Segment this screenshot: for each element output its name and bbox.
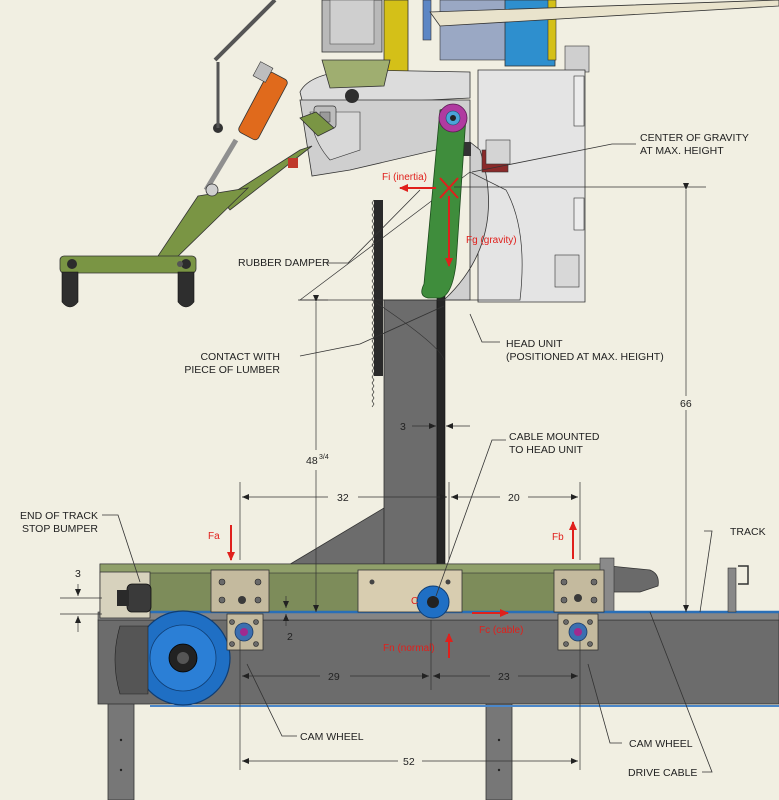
label-rubber-damper: RUBBER DAMPER bbox=[238, 257, 330, 269]
label-cog-1: CENTER OF GRAVITY bbox=[640, 132, 749, 144]
label-track: TRACK bbox=[730, 526, 766, 538]
track-post bbox=[727, 565, 749, 613]
dim-66: 66 bbox=[680, 398, 692, 410]
force-label-fa: Fa bbox=[208, 531, 220, 542]
dim-48: 48 bbox=[306, 455, 318, 467]
label-contact-2: PIECE OF LUMBER bbox=[184, 364, 280, 376]
head-unit bbox=[298, 69, 586, 361]
label-cog-2: AT MAX. HEIGHT bbox=[640, 145, 724, 157]
dimension-lines bbox=[60, 183, 706, 770]
dim-52: 52 bbox=[403, 756, 415, 768]
drive-wheel bbox=[114, 610, 231, 706]
dim-48-fraction: 3/4 bbox=[319, 454, 329, 461]
right-cam-plate bbox=[553, 569, 605, 651]
force-label-fb: Fb bbox=[552, 532, 564, 543]
force-label-gravity: Fg (gravity) bbox=[466, 235, 517, 246]
dim-3-left: 3 bbox=[75, 568, 81, 580]
label-head-unit-2: (POSITIONED AT MAX. HEIGHT) bbox=[506, 351, 664, 363]
label-cable-mounted-2: TO HEAD UNIT bbox=[509, 444, 583, 456]
force-label-cable: Fc (cable) bbox=[479, 625, 523, 636]
dim-20: 20 bbox=[508, 492, 520, 504]
label-contact-1: CONTACT WITH bbox=[200, 351, 280, 363]
pneumatic-arm bbox=[59, 59, 391, 308]
force-label-inertia: Fi (inertia) bbox=[382, 172, 427, 183]
force-arrows bbox=[227, 184, 577, 658]
leader-contact bbox=[299, 305, 445, 357]
dim-23: 23 bbox=[498, 671, 510, 683]
label-cable-mounted-1: CABLE MOUNTED bbox=[509, 431, 600, 443]
label-point-c: C bbox=[411, 596, 418, 607]
label-drive-cable: DRIVE CABLE bbox=[628, 767, 697, 779]
vertical-column bbox=[285, 199, 446, 571]
dim-32: 32 bbox=[337, 492, 349, 504]
left-cam-plate bbox=[210, 569, 270, 651]
label-end-of-track-2: STOP BUMPER bbox=[22, 523, 98, 535]
center-plate bbox=[357, 569, 463, 619]
dim-29: 29 bbox=[328, 671, 340, 683]
force-label-normal: Fn (normal) bbox=[383, 643, 435, 654]
center-of-gravity-marker bbox=[439, 177, 459, 199]
dim-2: 2 bbox=[287, 631, 293, 643]
label-cam-wheel-left: CAM WHEEL bbox=[300, 731, 364, 743]
label-cam-wheel-right: CAM WHEEL bbox=[629, 738, 693, 750]
support-legs bbox=[107, 699, 513, 800]
damper-arm bbox=[421, 103, 468, 299]
stop-bumper bbox=[99, 571, 152, 619]
dim-3-mid: 3 bbox=[400, 421, 406, 433]
label-head-unit-1: HEAD UNIT bbox=[506, 338, 563, 350]
label-end-of-track-1: END OF TRACK bbox=[20, 510, 98, 522]
upper-machinery bbox=[213, 0, 779, 89]
leader-lines bbox=[102, 143, 713, 773]
